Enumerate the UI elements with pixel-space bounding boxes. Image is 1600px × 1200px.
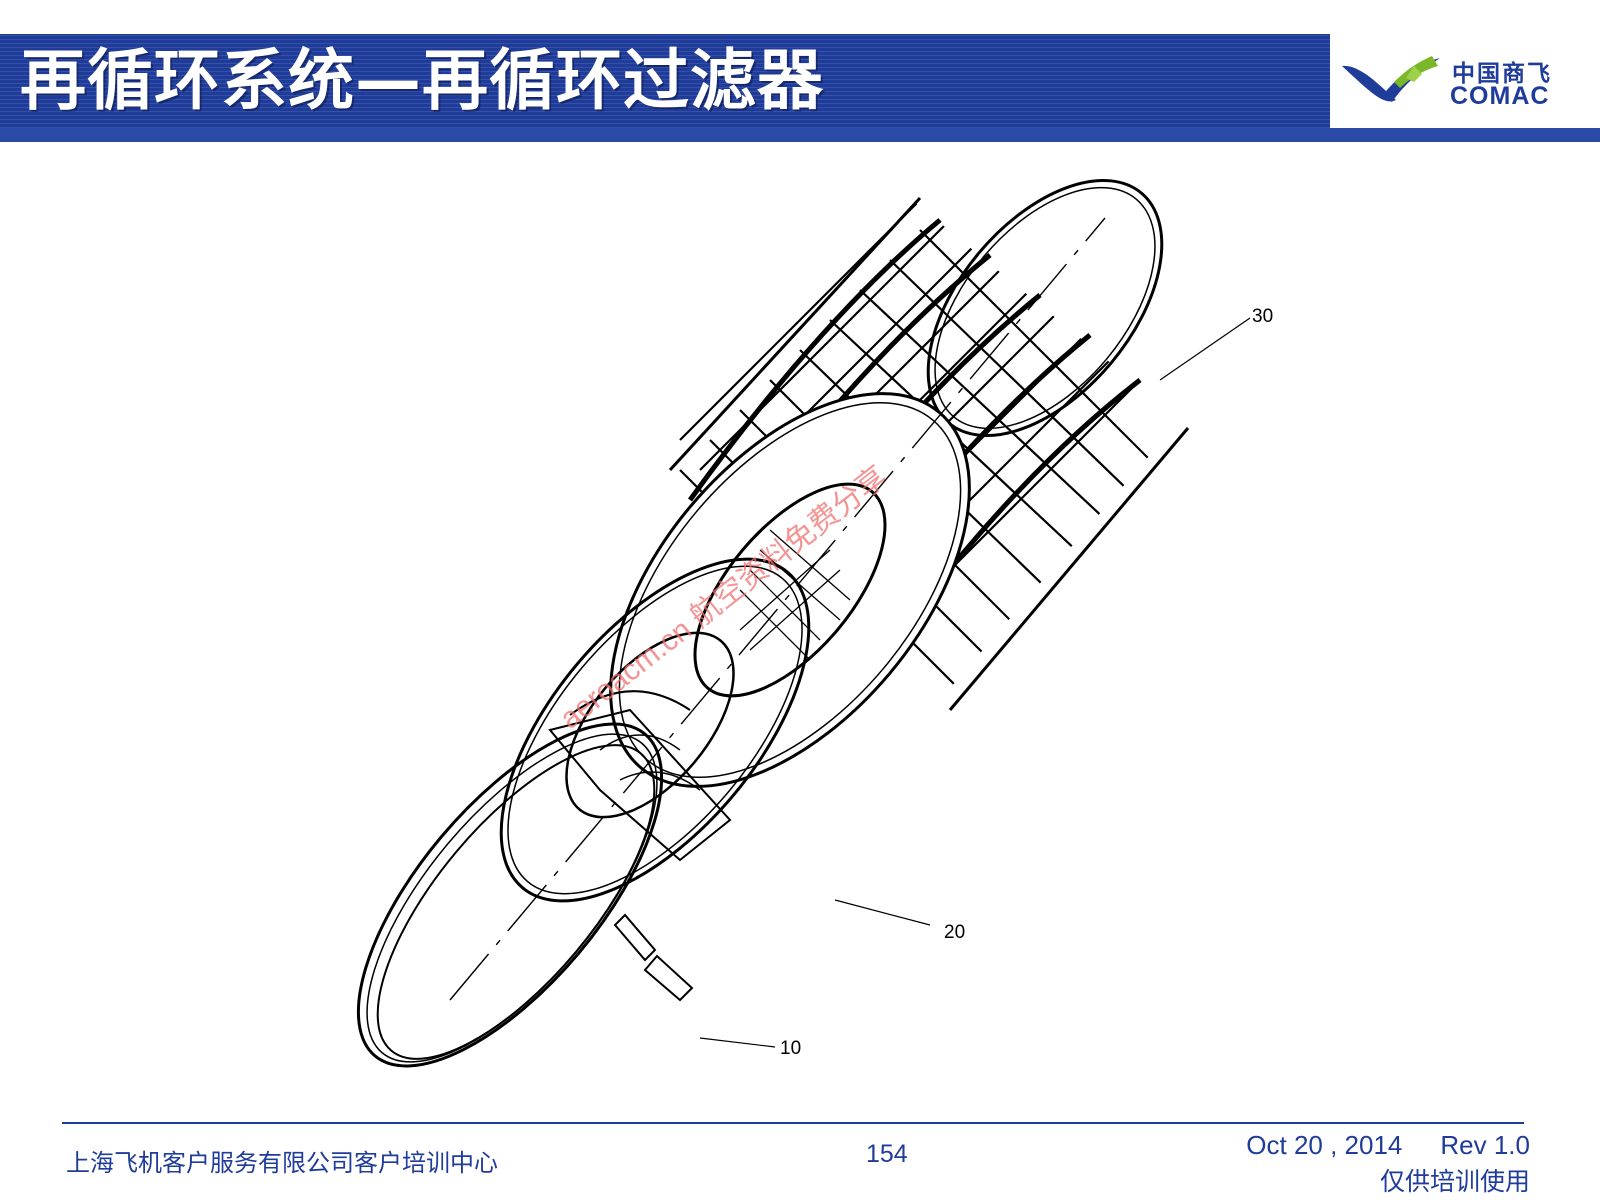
logo-chinese-text: 中国商飞 [1452,61,1552,87]
title-underline [0,128,1600,142]
footer-rule [62,1122,1524,1124]
clamp-ring [356,722,694,1068]
training-only-note: 仅供培训使用 [1379,1167,1530,1196]
callout-20: 20 [944,922,965,943]
comac-wing-icon [1342,56,1440,102]
callout-10: 10 [780,1038,801,1059]
filter-cartridge [609,178,1190,788]
center-plate [499,557,811,903]
centerline [449,217,1106,1001]
footer-date: Oct 20 , 2014 [1246,1130,1403,1160]
comac-logo: 中国商飞 COMAC [1340,48,1580,118]
callout-30: 30 [1252,306,1273,327]
footer-organization: 上海飞机客户服务有限公司客户培训中心 [66,1149,498,1177]
logo-english-text: COMAC [1450,82,1550,110]
leader-line-10 [699,1037,776,1048]
slide-title: 再循环系统—再循环过滤器 [20,42,824,119]
leader-line-30 [1159,317,1251,381]
footer-revision: Rev 1.0 [1440,1130,1530,1160]
title-bar: 再循环系统—再循环过滤器 [0,34,1330,128]
page-number: 154 [866,1140,908,1168]
leader-line-20 [834,899,931,926]
date-revision: Oct 20 , 2014 Rev 1.0 [1246,1130,1530,1161]
filter-exploded-drawing: 30 20 10 aeroacm.cn 航空资料免费分享 [356,178,1273,1068]
